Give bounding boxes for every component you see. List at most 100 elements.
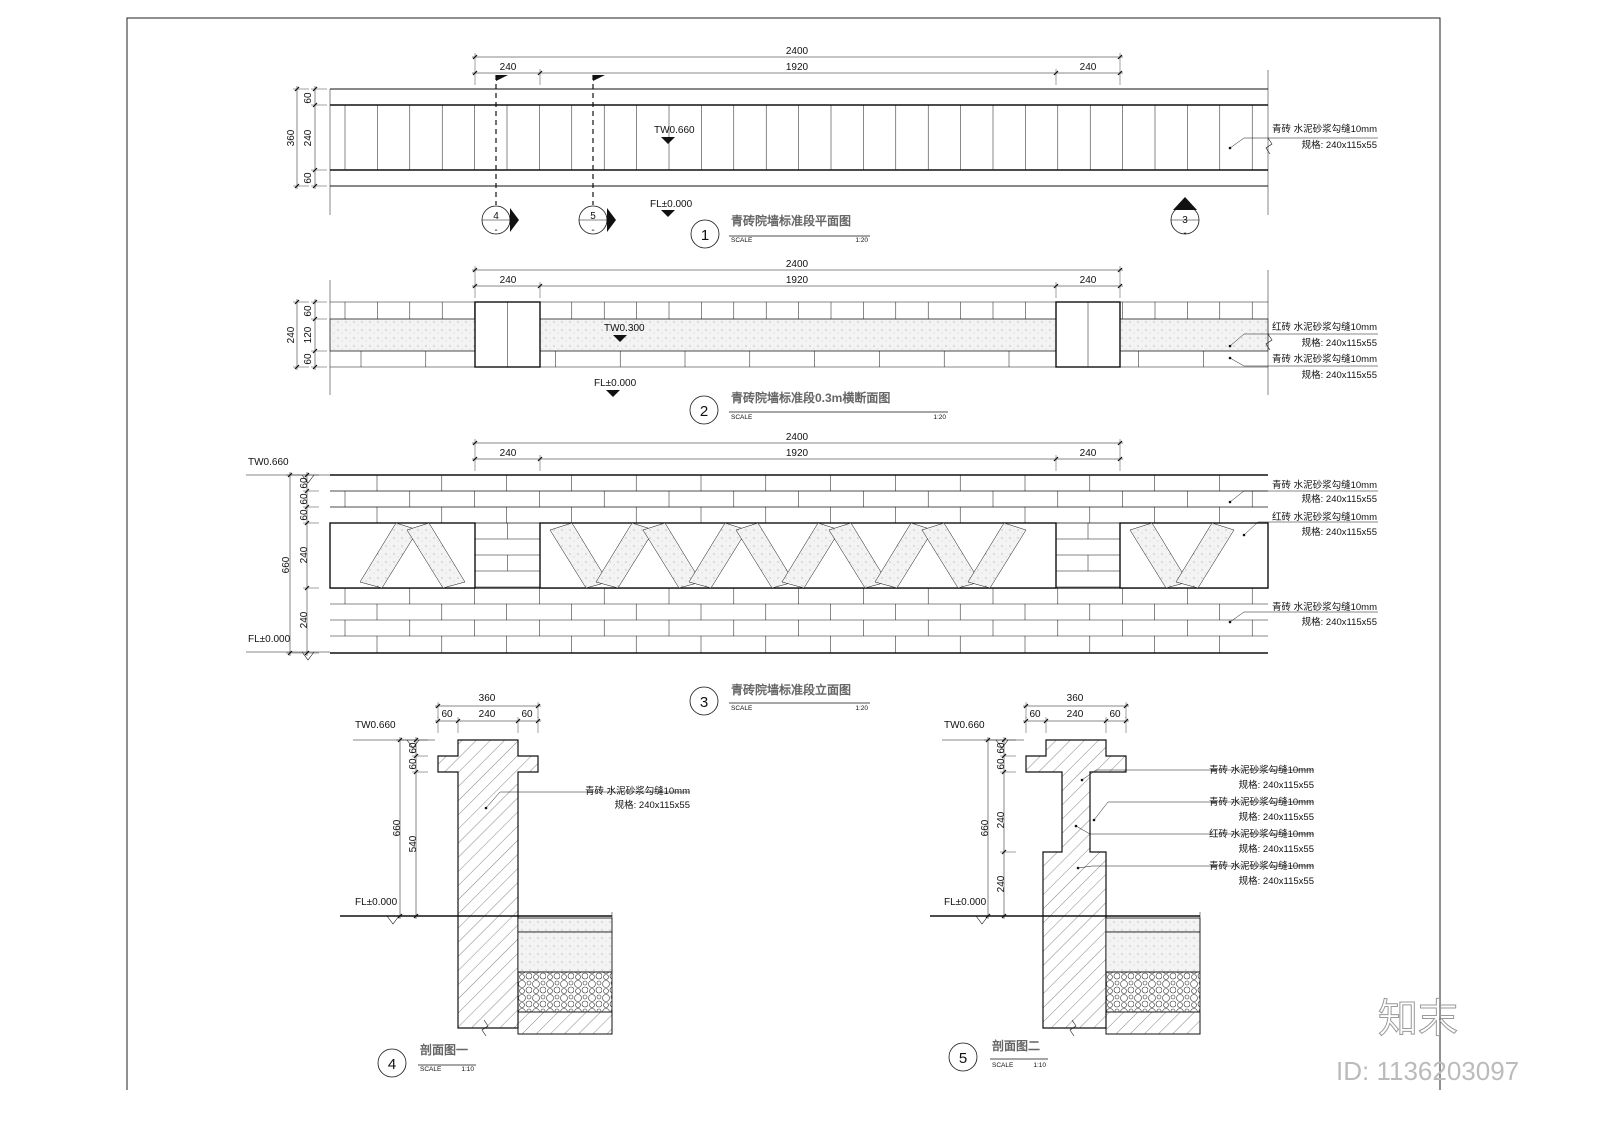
- section-marker-3[interactable]: 3: [1182, 215, 1188, 226]
- leader-line: [485, 791, 690, 809]
- scale-label: SCALE: [992, 1062, 1014, 1069]
- dim-tick: [304, 585, 310, 591]
- note-material: 青砖 水泥砂浆勾缝10mm: [1209, 764, 1314, 776]
- scale-value: 1:20: [933, 414, 946, 421]
- dim-tick: [535, 703, 541, 709]
- leader-line: [1093, 801, 1314, 821]
- scale-value: 1:10: [1033, 1062, 1046, 1069]
- soil-layer: [517, 1011, 613, 1035]
- dim-h-a: 60: [996, 742, 1007, 754]
- view-title: 青砖院墙标准段平面图: [731, 213, 851, 228]
- lattice-brick: [406, 522, 466, 589]
- dim-tick: [312, 299, 318, 305]
- dim-tick: [304, 472, 310, 478]
- leader-dot: [1092, 818, 1096, 822]
- scale-label: SCALE: [420, 1066, 442, 1073]
- dim-w-mid: 240: [479, 709, 496, 720]
- concrete-layer: [1105, 931, 1201, 973]
- note-spec: 规格: 240x115x55: [1302, 369, 1377, 381]
- dim-right: 240: [1080, 448, 1097, 459]
- dim-h-top: 60: [303, 305, 314, 317]
- leader-line: [1077, 865, 1314, 869]
- elevation-view: 2400 240 1920 240 TW0.660 FL±0.000 660 6…: [248, 432, 1377, 712]
- soil-layer: [1105, 1011, 1201, 1035]
- section-marker-5-sub: -: [591, 225, 594, 236]
- note-material: 青砖 水泥砂浆勾缝10mm: [1272, 479, 1377, 491]
- dim-total: 2400: [786, 432, 809, 443]
- view-number: 2: [700, 403, 708, 420]
- dim-tick: [304, 650, 310, 656]
- dim-tick: [1123, 703, 1129, 709]
- dim-h-a: 60: [408, 742, 419, 754]
- note-spec: 规格: 240x115x55: [615, 799, 690, 811]
- fl-level: FL±0.000: [944, 897, 987, 908]
- gravel-layer: [1105, 971, 1201, 1013]
- leader-line: [1081, 769, 1314, 781]
- leader-line: [1075, 825, 1314, 835]
- section-marker-4[interactable]: 4: [493, 211, 499, 222]
- view-title: 剖面图二: [992, 1038, 1040, 1053]
- drawing-geometry: [246, 53, 1378, 1078]
- watermark-id: ID: 1136203097: [1336, 1056, 1519, 1086]
- dim-tick: [312, 167, 318, 173]
- dim-tick: [1117, 283, 1123, 289]
- surface-layer: [1105, 917, 1201, 933]
- leader-dot: [1228, 356, 1232, 360]
- level-marker-icon: [661, 137, 675, 144]
- dim-left: 240: [500, 448, 517, 459]
- section-arrow-icon: [607, 208, 616, 232]
- leader-line: [1229, 611, 1378, 623]
- leader-line: [1229, 357, 1378, 367]
- view-number-circle: [689, 686, 719, 716]
- level-marker-icon: [606, 390, 620, 397]
- dim-tick: [294, 364, 300, 370]
- dim-h-bot: 60: [303, 172, 314, 184]
- dim-h-a: 60: [299, 477, 310, 489]
- dim-total: 2400: [786, 259, 809, 270]
- dim-tick: [312, 86, 318, 92]
- view-title: 剖面图一: [420, 1042, 468, 1057]
- dim-h-b: 60: [996, 758, 1007, 770]
- leader-dot: [1228, 620, 1232, 624]
- break-symbol: [1069, 1019, 1077, 1037]
- dim-tick: [472, 267, 478, 273]
- dim-h-total: 360: [286, 129, 297, 146]
- leader-line: [1243, 521, 1378, 536]
- tw-level: TW0.660: [654, 125, 695, 136]
- note-spec: 规格: 240x115x55: [1239, 843, 1314, 855]
- leader-dot: [484, 806, 488, 810]
- note-material: 青砖 水泥砂浆勾缝10mm: [1209, 796, 1314, 808]
- note-material: 红砖 水泥砂浆勾缝10mm: [1272, 511, 1377, 523]
- dim-w-left: 60: [441, 709, 453, 720]
- note-spec: 规格: 240x115x55: [1239, 875, 1314, 887]
- dim-tick: [413, 753, 419, 759]
- dim-mid: 1920: [786, 275, 809, 286]
- level-triangle: [995, 739, 1009, 749]
- fl-level: FL±0.000: [650, 199, 693, 210]
- dim-tick: [413, 769, 419, 775]
- section-flag-icon: [496, 75, 508, 81]
- tw-level: TW0.660: [944, 720, 985, 731]
- note-material: 青砖 水泥砂浆勾缝10mm: [1272, 353, 1377, 365]
- dim-tick: [1117, 70, 1123, 76]
- note-spec: 规格: 240x115x55: [1239, 779, 1314, 791]
- leader-dot: [1228, 344, 1232, 348]
- note-spec: 规格: 240x115x55: [1302, 337, 1377, 349]
- scale-value: 1:20: [855, 705, 868, 712]
- dim-tick: [455, 718, 461, 724]
- fl-level: FL±0.000: [594, 378, 637, 389]
- section-marker-5[interactable]: 5: [590, 211, 596, 222]
- view-number-circle: [377, 1048, 407, 1078]
- break-symbol: [481, 1019, 489, 1037]
- note-spec: 规格: 240x115x55: [1239, 811, 1314, 823]
- dim-w-left: 60: [1029, 709, 1041, 720]
- leader-dot: [1080, 778, 1084, 782]
- leader-line: [1229, 137, 1378, 149]
- dim-tick: [472, 456, 478, 462]
- dim-w-mid: 240: [1067, 709, 1084, 720]
- dim-tick: [304, 504, 310, 510]
- level-triangle: [301, 651, 315, 661]
- dim-h-c: 540: [408, 835, 419, 852]
- note-material: 青砖 水泥砂浆勾缝10mm: [1272, 123, 1377, 135]
- level-triangle: [975, 915, 989, 925]
